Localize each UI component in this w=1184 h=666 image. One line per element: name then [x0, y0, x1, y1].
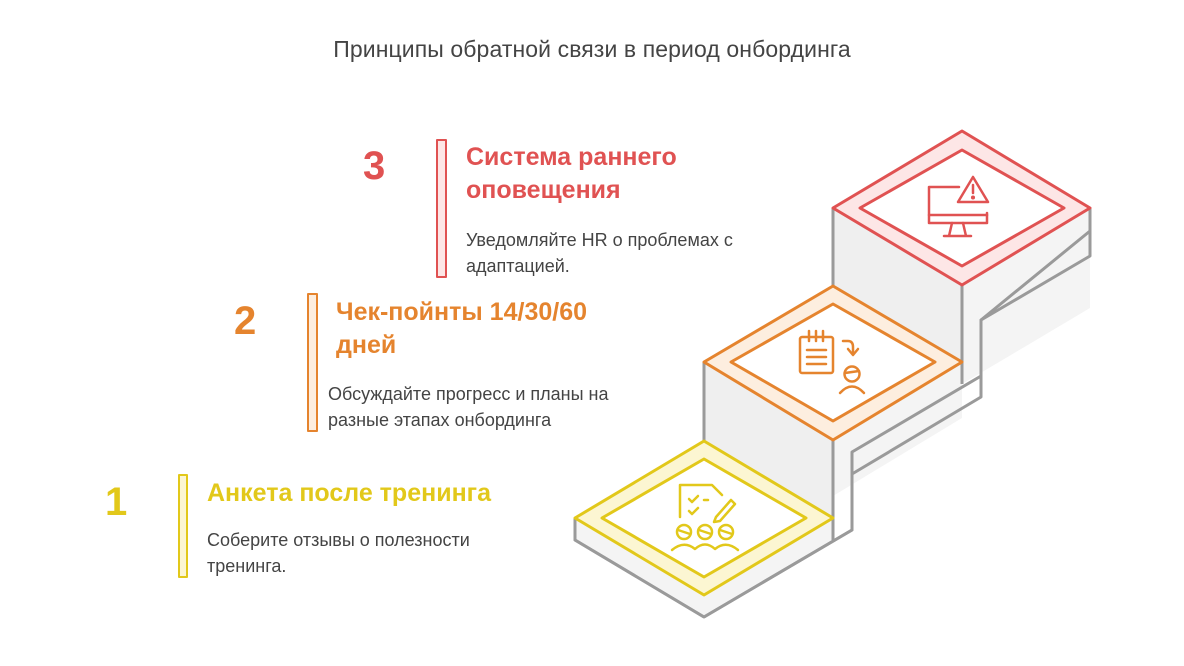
step-3-accent-bar [436, 139, 447, 278]
step-3-heading: Система раннего оповещения [466, 143, 677, 204]
staircase-shading [704, 208, 962, 518]
step-1-heading: Анкета после тренинга [207, 479, 491, 507]
step-1-platform [573, 439, 835, 597]
monitor-warning-icon [927, 175, 990, 238]
step-1-number: 1 [105, 480, 128, 524]
step-2-number: 2 [234, 299, 257, 343]
step-2-platform [702, 284, 964, 442]
step-3-description: Уведомляйте HR о проблемах с адаптацией. [466, 230, 733, 276]
step-1-accent-bar [178, 474, 188, 578]
step-2-heading: Чек-пойнты 14/30/60 дней [336, 298, 588, 359]
notepad-person-icon [798, 329, 866, 395]
step-3-platform [831, 129, 1092, 287]
step-1-description: Соберите отзывы о полезности тренинга. [207, 530, 470, 576]
survey-team-icon [670, 483, 740, 552]
diagram-title: Принципы обратной связи в период онборди… [333, 36, 851, 62]
step-3-number: 3 [363, 144, 386, 188]
step-2-description: Обсуждайте прогресс и планы на разные эт… [328, 384, 609, 430]
step-2-accent-bar [307, 293, 318, 432]
